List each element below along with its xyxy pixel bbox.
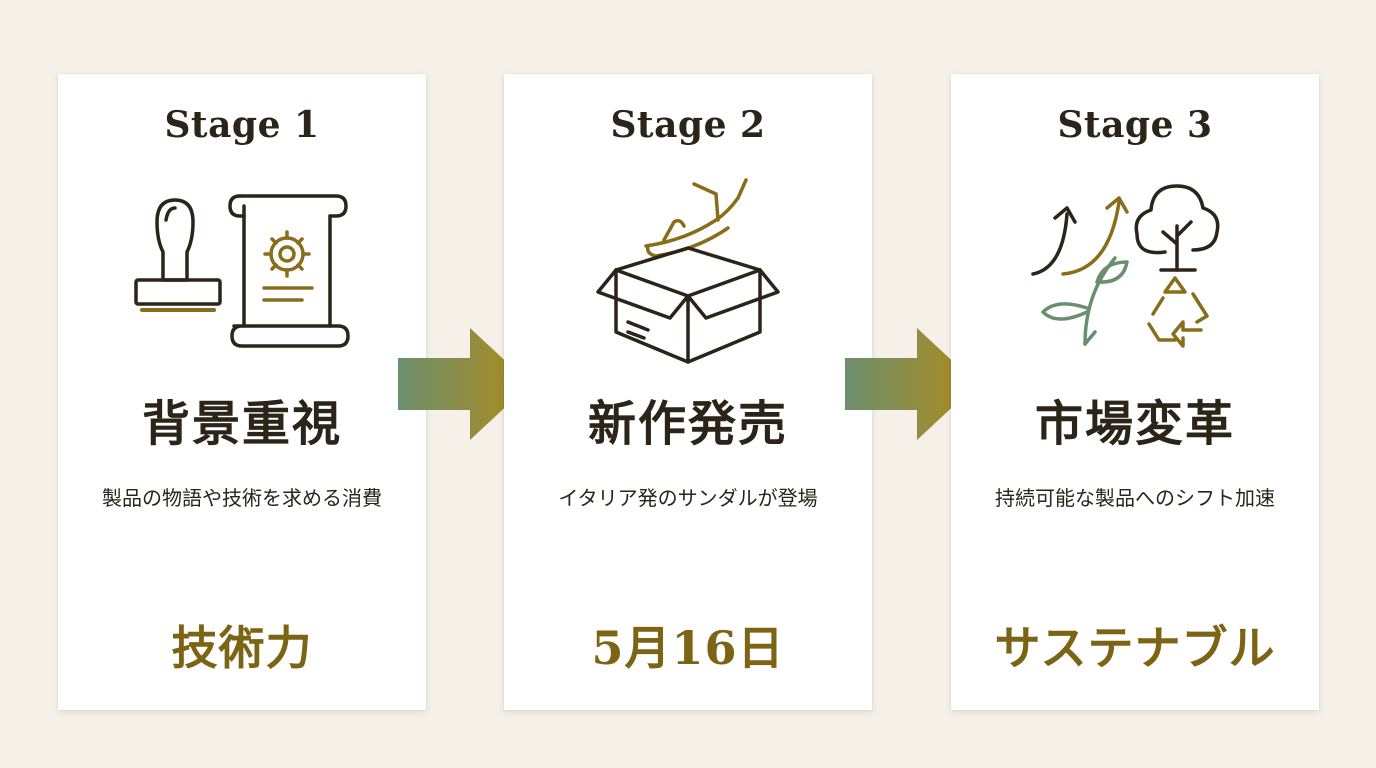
stage-card-2: Stage 2 新作発売 イタリア発のサンダルが登場 5月16日: [504, 74, 872, 710]
stage-headline: 背景重視: [141, 396, 342, 452]
stage-keyword: 5月16日: [591, 621, 785, 675]
stage-card-3: Stage 3: [951, 74, 1319, 710]
stage-headline: 新作発売: [587, 396, 788, 452]
stage-keyword: 技術力: [171, 621, 313, 675]
growth-tree-recycle-icon: [1015, 174, 1255, 364]
stage-description: イタリア発のサンダルが登場: [558, 486, 818, 510]
gradient-arrow-right-icon: [845, 328, 977, 440]
gradient-arrow-right-icon: [398, 328, 530, 440]
stage-keyword: サステナブル: [994, 621, 1276, 675]
stamp-and-scroll-icon: [122, 174, 362, 364]
stage-headline: 市場変革: [1034, 396, 1235, 452]
stage-label: Stage 1: [164, 104, 320, 146]
stage-label: Stage 3: [1057, 104, 1213, 146]
stage-description: 製品の物語や技術を求める消費: [102, 486, 382, 510]
open-box-sandal-icon: [568, 174, 808, 364]
stage-label: Stage 2: [610, 104, 766, 146]
stage-description: 持続可能な製品へのシフト加速: [995, 486, 1275, 510]
stage-card-1: Stage 1 背景重視 製品の物語や技術を求める消費 技術力: [58, 74, 426, 710]
